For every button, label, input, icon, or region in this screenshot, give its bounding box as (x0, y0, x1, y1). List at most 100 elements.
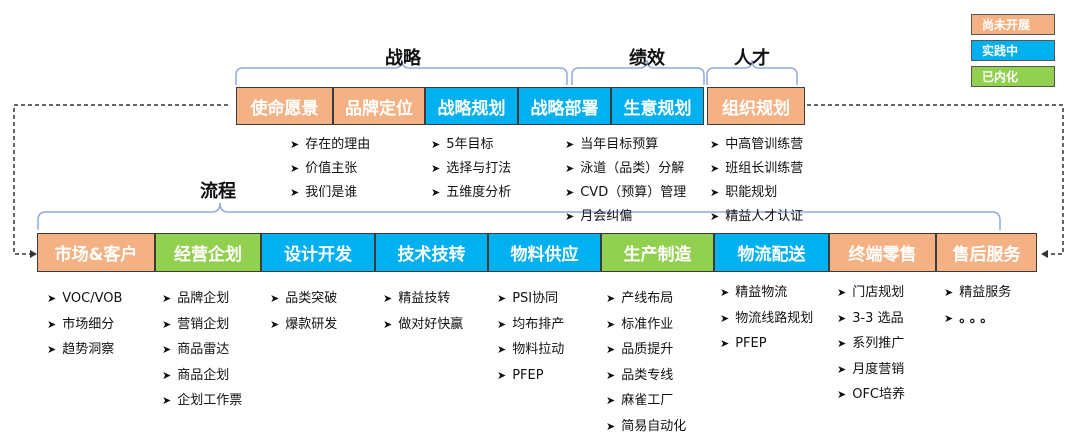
top-list-strategy: ➤5年目标 ➤选择与打法 ➤五维度分析 (431, 133, 511, 205)
list-item: ➤PSI协同 (497, 286, 564, 312)
legend-done: 已内化 (971, 66, 1055, 87)
bottom-box-label: 技术技转 (398, 240, 466, 265)
list-item: ➤月度营销 (837, 357, 905, 383)
bottom-list-after-sales: ➤精益服务 ➤。。。 (944, 280, 1011, 331)
left-loop-arrow (14, 105, 228, 254)
arrow-bullet-icon: ➤ (837, 306, 846, 332)
list-item: ➤物流线路规划 (720, 306, 813, 332)
list-item: ➤物料拉动 (497, 337, 564, 363)
list-item: ➤班组长训练营 (710, 157, 803, 181)
bottom-box-label: 物料供应 (511, 240, 579, 265)
list-item: ➤五维度分析 (431, 181, 511, 205)
bottom-list-retail: ➤门店规划 ➤3-3 选品 ➤系列推广 ➤月度营销 ➤OFC培养 (837, 280, 905, 408)
arrow-bullet-icon: ➤ (720, 280, 729, 306)
arrow-bullet-icon: ➤ (383, 286, 392, 312)
arrow-bullet-icon: ➤ (837, 382, 846, 408)
list-item: ➤价值主张 (290, 157, 370, 181)
legend-todo: 尚未开展 (971, 14, 1055, 35)
arrow-bullet-icon: ➤ (290, 181, 299, 205)
list-item: ➤做对好快赢 (383, 312, 463, 338)
arrow-bullet-icon: ➤ (944, 306, 953, 332)
bottom-box-label: 经营企划 (174, 240, 242, 265)
arrow-bullet-icon: ➤ (162, 388, 171, 414)
list-item: ➤市场细分 (47, 312, 122, 338)
list-item: ➤品牌企划 (162, 286, 242, 312)
arrow-bullet-icon: ➤ (720, 306, 729, 332)
bottom-box-business-planning: 经营企划 (155, 233, 261, 272)
arrow-bullet-icon: ➤ (944, 280, 953, 306)
arrow-bullet-icon: ➤ (497, 286, 506, 312)
arrow-bullet-icon: ➤ (565, 157, 574, 181)
arrow-bullet-icon: ➤ (497, 363, 506, 389)
bottom-box-label: 售后服务 (953, 240, 1021, 265)
list-item: ➤5年目标 (431, 133, 511, 157)
legend-done-label: 已内化 (982, 68, 1018, 85)
list-item: ➤精益物流 (720, 280, 813, 306)
top-box-label: 战略部署 (531, 94, 599, 119)
arrow-bullet-icon: ➤ (270, 286, 279, 312)
top-box-label: 生意规划 (624, 94, 692, 119)
bottom-box-market-customer: 市场&客户 (37, 233, 155, 272)
arrow-bullet-icon: ➤ (162, 337, 171, 363)
arrow-bullet-icon: ➤ (431, 133, 440, 157)
list-item: ➤。。。 (944, 306, 1011, 332)
bottom-box-logistics: 物流配送 (714, 233, 829, 272)
arrow-bullet-icon: ➤ (837, 357, 846, 383)
top-list-deployment: ➤当年目标预算 ➤泳道（品类）分解 ➤CVD（预算）管理 ➤月会纠偏 (565, 133, 686, 229)
arrow-bullet-icon: ➤ (837, 331, 846, 357)
list-item: ➤精益服务 (944, 280, 1011, 306)
arrow-bullet-icon: ➤ (162, 312, 171, 338)
list-item: ➤营销企划 (162, 312, 242, 338)
list-item: ➤选择与打法 (431, 157, 511, 181)
arrow-bullet-icon: ➤ (710, 181, 719, 205)
bottom-box-label: 市场&客户 (55, 240, 138, 265)
top-box-label: 品牌定位 (345, 94, 413, 119)
arrow-bullet-icon: ➤ (431, 181, 440, 205)
list-item: ➤品质提升 (606, 337, 686, 363)
process-bracket (38, 203, 1000, 230)
top-box-strategy-deployment: 战略部署 (518, 87, 611, 125)
bottom-list-material: ➤PSI协同 ➤均布排产 ➤物料拉动 ➤PFEP (497, 286, 564, 388)
arrow-bullet-icon: ➤ (290, 133, 299, 157)
bottom-box-tech-transfer: 技术技转 (375, 233, 488, 272)
bottom-box-manufacturing: 生产制造 (601, 233, 714, 272)
top-box-label: 战略规划 (438, 94, 506, 119)
legend-todo-label: 尚未开展 (982, 16, 1030, 33)
top-list-mission: ➤存在的理由 ➤价值主张 ➤我们是谁 (290, 133, 370, 205)
arrow-bullet-icon: ➤ (162, 286, 171, 312)
list-item: ➤存在的理由 (290, 133, 370, 157)
list-item: ➤职能规划 (710, 181, 803, 205)
heading-talent: 人才 (734, 44, 770, 70)
list-item: ➤爆款研发 (270, 312, 337, 338)
bottom-box-label: 物流配送 (738, 240, 806, 265)
heading-performance: 绩效 (629, 44, 665, 70)
arrow-bullet-icon: ➤ (497, 337, 506, 363)
list-item: ➤门店规划 (837, 280, 905, 306)
arrow-bullet-icon: ➤ (47, 337, 56, 363)
bottom-box-design-development: 设计开发 (261, 233, 375, 272)
bottom-box-label: 设计开发 (284, 240, 352, 265)
right-loop-arrowhead (1041, 250, 1048, 258)
arrow-bullet-icon: ➤ (606, 286, 615, 312)
list-item: ➤均布排产 (497, 312, 564, 338)
heading-process: 流程 (200, 177, 236, 203)
arrow-bullet-icon: ➤ (497, 312, 506, 338)
list-item: ➤泳道（品类）分解 (565, 157, 686, 181)
list-item: ➤商品雷达 (162, 337, 242, 363)
list-item: ➤3-3 选品 (837, 306, 905, 332)
list-item: ➤简易自动化 (606, 414, 686, 439)
arrow-bullet-icon: ➤ (431, 157, 440, 181)
bottom-box-after-sales: 售后服务 (936, 233, 1037, 272)
list-item: ➤商品企划 (162, 363, 242, 389)
list-item: ➤VOC/VOB (47, 286, 122, 312)
arrow-bullet-icon: ➤ (837, 280, 846, 306)
top-box-mission-vision: 使命愿景 (236, 87, 333, 125)
arrow-bullet-icon: ➤ (710, 133, 719, 157)
arrow-bullet-icon: ➤ (565, 205, 574, 229)
top-box-label: 组织规划 (722, 94, 790, 119)
arrow-bullet-icon: ➤ (606, 388, 615, 414)
bottom-list-logistics: ➤精益物流 ➤物流线路规划 ➤PFEP (720, 280, 813, 357)
heading-strategy: 战略 (385, 44, 421, 70)
bottom-box-label: 生产制造 (624, 240, 692, 265)
list-item: ➤CVD（预算）管理 (565, 181, 686, 205)
